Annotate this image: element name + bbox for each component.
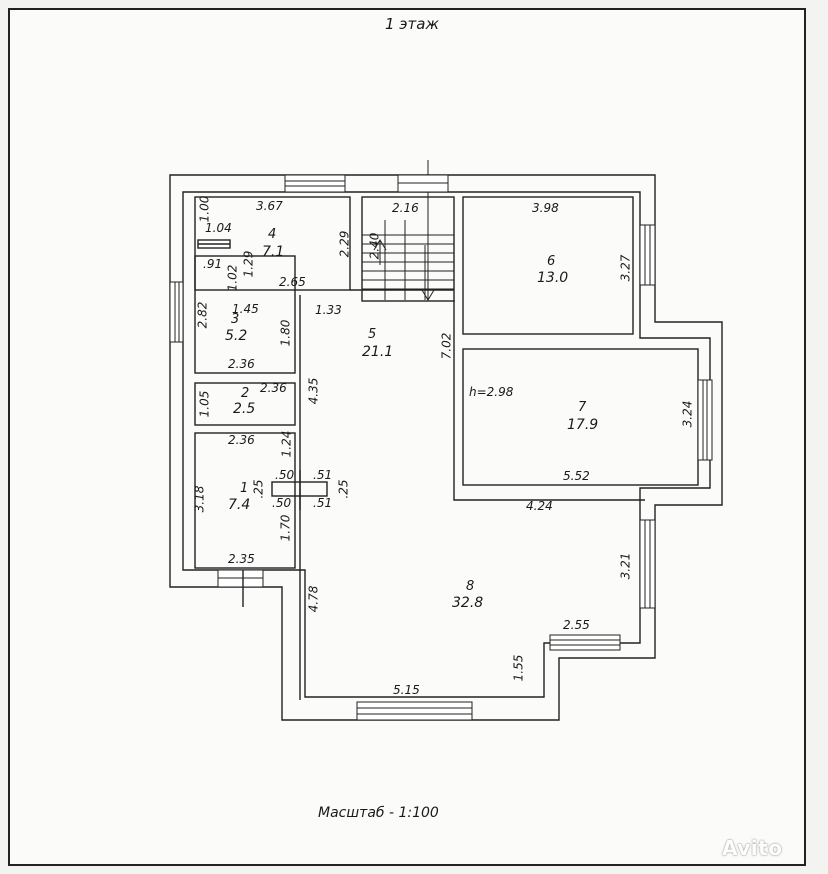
dim-label: .25: [251, 479, 266, 499]
dim-label: 3.27: [618, 254, 633, 282]
room-2-area: 2.5: [233, 401, 256, 417]
dim-label: .50: [275, 468, 295, 482]
floor-title: 1 этаж: [385, 15, 439, 33]
dim-label: 1.29: [241, 250, 256, 278]
dim-label: 4.35: [306, 377, 321, 405]
dim-label: 3.67: [256, 199, 283, 213]
dim-label: 1.33: [315, 303, 342, 317]
room-4-area: 7.1: [262, 244, 285, 260]
room-2-number: 2: [241, 386, 250, 401]
dim-label: 3.98: [532, 201, 559, 215]
dim-label: 2.36: [228, 433, 255, 447]
room-3-number: 3: [231, 312, 240, 327]
dim-label: 2.36: [260, 381, 287, 395]
dim-label: 2.35: [228, 552, 255, 566]
room-4-outline: [194, 196, 351, 291]
dim-label: 4.24: [526, 499, 553, 513]
room-8-number: 8: [466, 579, 475, 594]
dim-label: 3.21: [618, 552, 633, 580]
dim-label: 3.18: [192, 485, 207, 513]
dim-label: 2.40: [367, 232, 382, 260]
dim-label: 1.80: [278, 319, 293, 347]
room-8-area: 32.8: [452, 595, 484, 611]
room-1-area: 7.4: [228, 497, 251, 513]
room-6-area: 13.0: [537, 270, 569, 286]
room-6-number: 6: [547, 254, 556, 269]
dim-label: .91: [203, 257, 223, 271]
dim-label: 7.02: [439, 332, 454, 360]
dim-label: 4.78: [306, 585, 321, 613]
dim-label: .51: [313, 468, 333, 482]
inner-wall: [182, 191, 711, 698]
dim-label: 1.04: [205, 221, 232, 235]
room-2-outline: [194, 382, 296, 426]
dim-label: 1.55: [511, 654, 526, 682]
dim-label: 1.02: [225, 264, 240, 292]
room-1-outline: [194, 432, 296, 569]
dim-label: 5.52: [563, 469, 590, 483]
dim-label: 2.82: [195, 301, 210, 329]
dim-label: 2.36: [228, 357, 255, 371]
room-3-area: 5.2: [225, 328, 248, 344]
ceiling-height-label: h=2.98: [469, 385, 514, 399]
dim-label: 2.16: [392, 201, 419, 215]
dim-label: .51: [313, 496, 333, 510]
dim-label: 2.65: [279, 275, 306, 289]
avito-watermark: Avito: [722, 836, 783, 860]
outer-wall: [169, 174, 723, 721]
dim-label: 3.24: [680, 400, 695, 428]
dim-label: .25: [336, 479, 351, 499]
room-7-area: 17.9: [567, 417, 599, 433]
dim-label: 1.45: [232, 302, 259, 316]
stair-outline: [361, 196, 455, 302]
dim-label: 1.00: [197, 195, 212, 223]
room-1-number: 1: [240, 481, 249, 496]
scale-label: Масштаб - 1:100: [318, 805, 439, 821]
dim-label: 2.55: [563, 618, 590, 632]
room-5-area: 21.1: [362, 344, 394, 360]
dim-label: 1.24: [279, 430, 294, 458]
drawing-frame: [8, 8, 806, 866]
dim-label: 5.15: [393, 683, 420, 697]
room-5-number: 5: [368, 327, 377, 342]
dim-label: 2.29: [337, 230, 352, 258]
room-3-outline: [194, 255, 296, 374]
dim-label: .50: [272, 496, 292, 510]
dim-label: 1.70: [278, 514, 293, 542]
room-7-number: 7: [578, 400, 587, 415]
room-6-outline: [462, 196, 634, 335]
dim-label: 1.05: [197, 390, 212, 418]
room-4-number: 4: [268, 227, 277, 242]
